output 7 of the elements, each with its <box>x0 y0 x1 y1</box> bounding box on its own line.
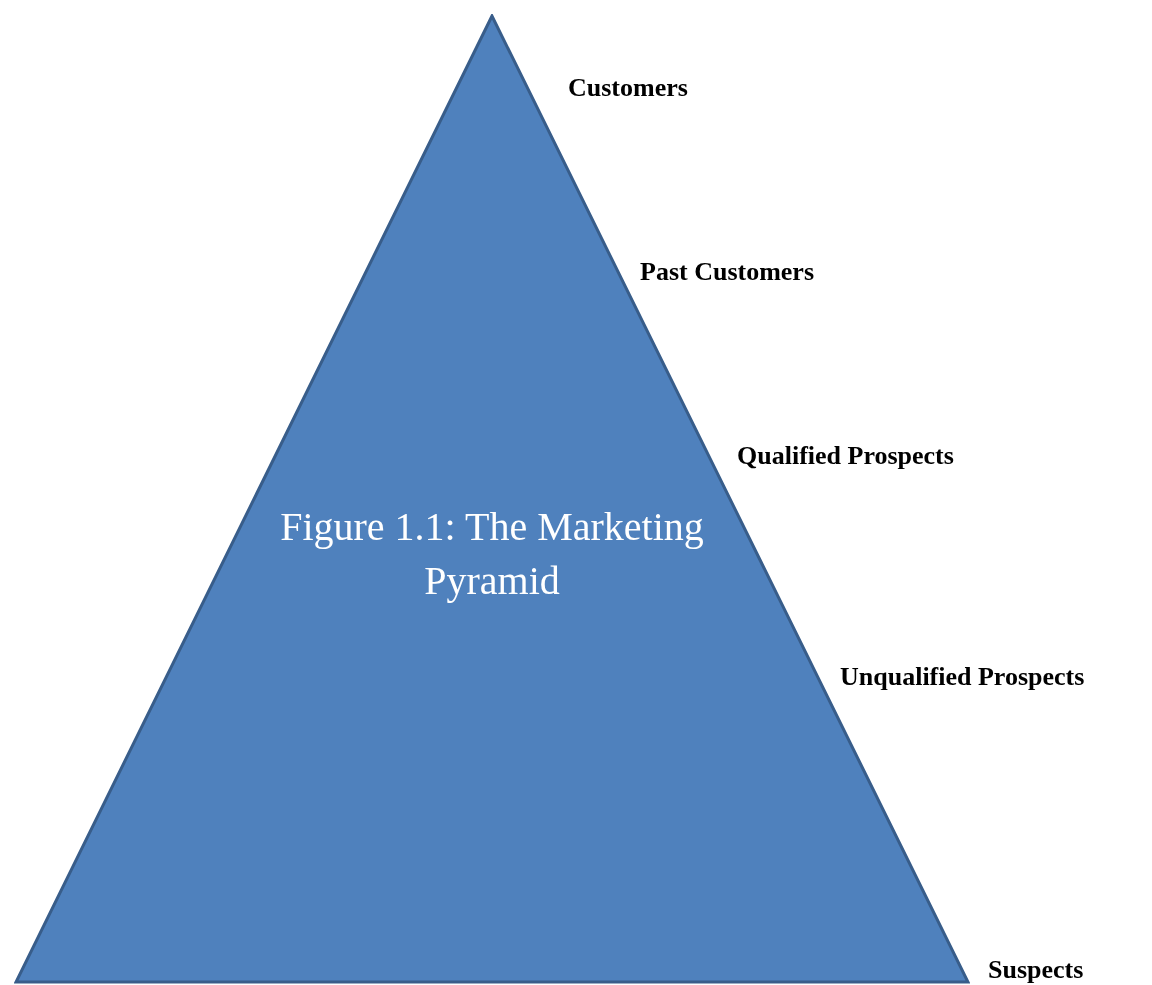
tier-label: Customers <box>568 73 688 103</box>
tier-label: Qualified Prospects <box>737 441 954 471</box>
tier-label: Suspects <box>988 955 1084 985</box>
pyramid-caption: Figure 1.1: The Marketing Pyramid <box>279 503 705 605</box>
pyramid-triangle <box>14 14 970 984</box>
tier-label: Past Customers <box>640 257 815 287</box>
tier-label: Unqualified Prospects <box>840 662 1085 692</box>
